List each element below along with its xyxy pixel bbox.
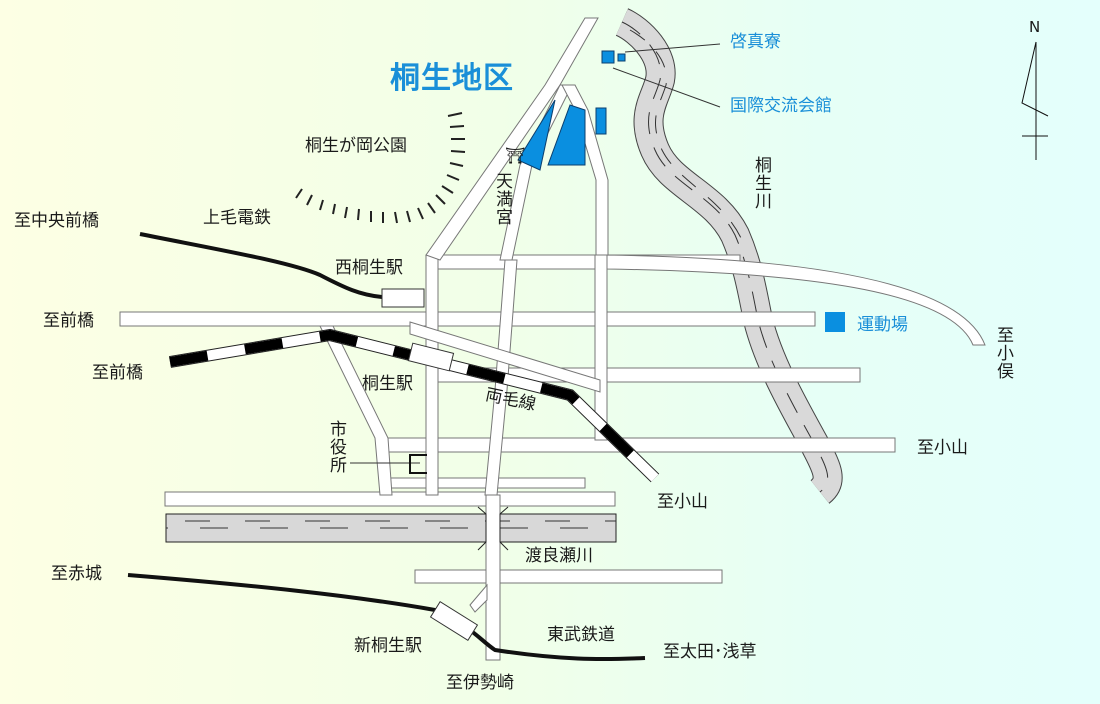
label-to-maebashi-road: 至前橋 (43, 311, 94, 331)
shrine-icon: ⛩ (505, 146, 526, 165)
label-nishikiryu-station: 西桐生駅 (335, 258, 403, 278)
leader-lines (350, 43, 721, 464)
label-tenmangu: 天満宮 (492, 172, 512, 226)
city-hall-marker (409, 454, 427, 474)
park-boundary (295, 112, 466, 224)
label-to-akagi: 至赤城 (51, 564, 102, 584)
label-keishinryo[interactable]: 啓真寮 (730, 32, 781, 52)
label-to-chuo-maebashi: 至中央前橋 (14, 211, 99, 231)
keishinryo-building (601, 50, 615, 64)
label-park: 桐生が岡公園 (305, 136, 407, 156)
label-city-hall: 市役所 (326, 420, 346, 474)
label-watarase-river: 渡良瀬川 (525, 546, 593, 566)
undojo-marker (825, 312, 845, 332)
kiryu-station-building (407, 342, 455, 372)
roads (119, 17, 986, 661)
label-undojo[interactable]: 運動場 (857, 315, 908, 335)
label-to-oyama-rail: 至小山 (657, 492, 708, 512)
map-title: 桐生地区 (390, 61, 514, 96)
label-to-ota-asakusa: 至太田･浅草 (663, 642, 757, 662)
kokusai-building (617, 53, 626, 62)
label-to-maebashi-rail: 至前橋 (92, 363, 143, 383)
label-omata: 至小俣 (993, 326, 1013, 380)
bridge (477, 506, 509, 551)
nishikiryu-station-building (381, 288, 425, 308)
label-tobu-railway: 東武鉄道 (547, 625, 615, 645)
label-shinkiryu-station: 新桐生駅 (354, 636, 422, 656)
kiryu-river (615, 8, 843, 504)
label-to-oyama-road: 至小山 (917, 438, 968, 458)
label-jomo-railway: 上毛電鉄 (203, 208, 271, 228)
watarase-river (165, 513, 617, 543)
compass-north-label: N (1029, 18, 1041, 36)
compass (1021, 41, 1049, 160)
tobu-railway (127, 573, 646, 662)
label-kiryu-river: 桐生川 (751, 156, 771, 210)
label-kiryu-station: 桐生駅 (362, 374, 413, 394)
facilities (517, 50, 845, 332)
label-kokusai-koryu-kaikan[interactable]: 国際交流会館 (730, 96, 832, 116)
ryomo-line (169, 328, 660, 483)
shinkiryu-station-building (429, 601, 479, 641)
jomo-railway (139, 232, 425, 308)
label-to-isesaki: 至伊勢崎 (446, 673, 514, 693)
